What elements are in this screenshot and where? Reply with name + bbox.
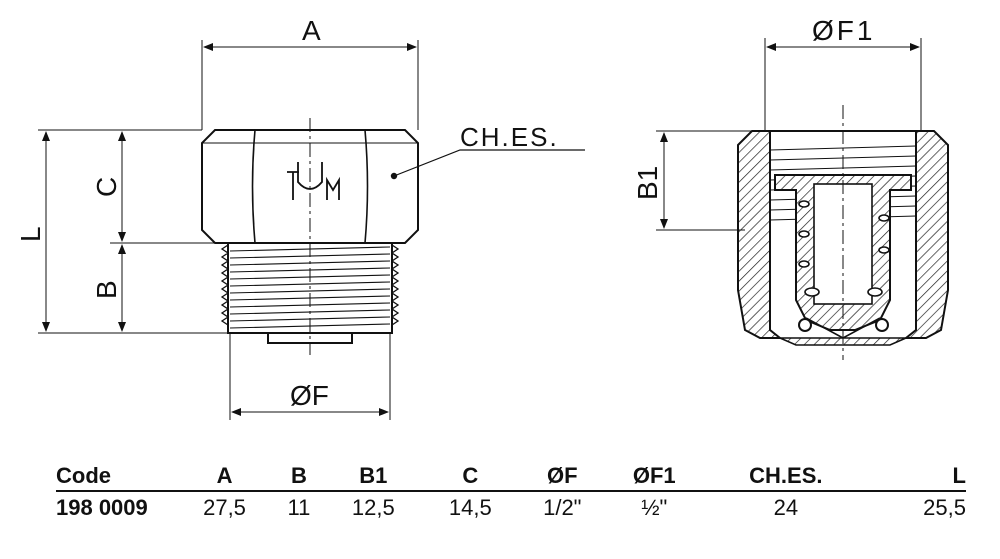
label-l: L: [15, 226, 46, 242]
cell-a: 27,5: [203, 495, 246, 520]
section-view: ØF1 B1: [632, 15, 949, 360]
col-header-ches: CH.ES.: [702, 462, 869, 492]
label-b1: B1: [632, 166, 663, 200]
label-c: C: [91, 177, 122, 197]
label-ches: CH.ES.: [460, 122, 559, 152]
col-header-code: Code: [56, 462, 176, 492]
label-f1: ØF1: [812, 15, 875, 46]
col-header-b1: B1: [324, 462, 422, 492]
col-header-b: B: [273, 462, 325, 492]
table-row: 198 0009 27,5 11 12,5 14,5 1/2" ½" 24 25…: [56, 491, 966, 524]
col-header-c: C: [421, 462, 519, 492]
cell-f: 1/2": [543, 495, 582, 520]
cell-b1: 12,5: [351, 495, 395, 520]
label-a: A: [302, 15, 321, 46]
cell-c: 14,5: [448, 495, 492, 520]
col-header-f1: ØF1: [605, 462, 703, 492]
cell-l: 25,5: [923, 495, 966, 520]
left-wall: [737, 130, 783, 339]
technical-drawing: CH.ES. A L C B ØF: [15, 15, 949, 420]
col-header-l: L: [868, 462, 966, 492]
cell-f1: ½": [641, 495, 668, 520]
right-wall: [903, 130, 949, 339]
col-header-a: A: [176, 462, 274, 492]
label-b: B: [91, 280, 122, 299]
col-header-f: ØF: [518, 462, 606, 492]
side-view: CH.ES. A L C B ØF: [15, 15, 585, 420]
table-header-row: Code A B B1 C ØF ØF1 CH.ES. L: [56, 462, 966, 492]
cell-ches: 24: [773, 495, 799, 520]
cell-code: 198 0009: [56, 495, 148, 520]
spec-table: Code A B B1 C ØF ØF1 CH.ES. L 198 0009 2…: [56, 462, 966, 524]
cell-b: 11: [287, 495, 311, 520]
label-f: ØF: [290, 380, 329, 411]
